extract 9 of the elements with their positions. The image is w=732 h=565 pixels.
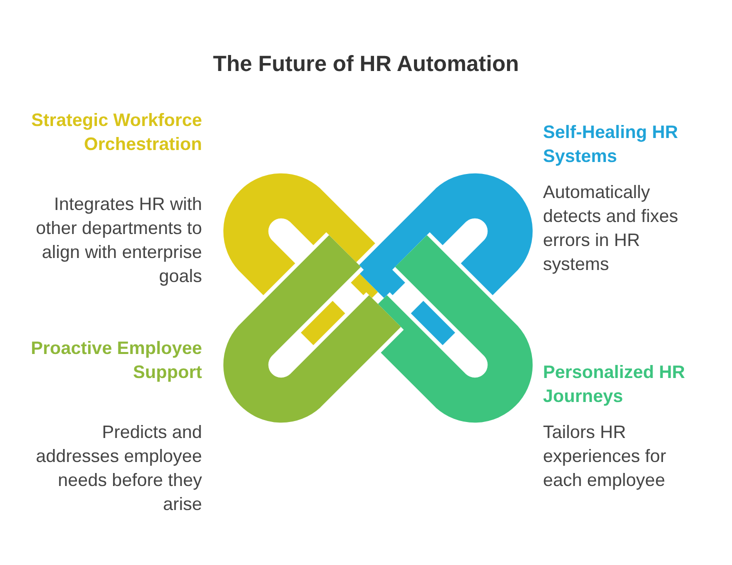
description-text: Integrates HR with other departments to align with enterprise goals [34, 193, 202, 288]
description-text: Tailors HR experiences for each employee [543, 421, 668, 492]
section-heading: Personalized HR Journeys [543, 361, 686, 408]
description-text: Predicts and addresses employee needs before they arise [34, 421, 202, 516]
title: The Future of HR Automation [212, 52, 520, 76]
section-heading: Strategic Workforce Orchestration [30, 109, 202, 156]
description-text: Automatically detects and fixes errors in HR systems [543, 181, 680, 276]
section-heading: Proactive Employee Support [30, 337, 202, 384]
section-heading: Self-Healing HR Systems [543, 121, 680, 168]
